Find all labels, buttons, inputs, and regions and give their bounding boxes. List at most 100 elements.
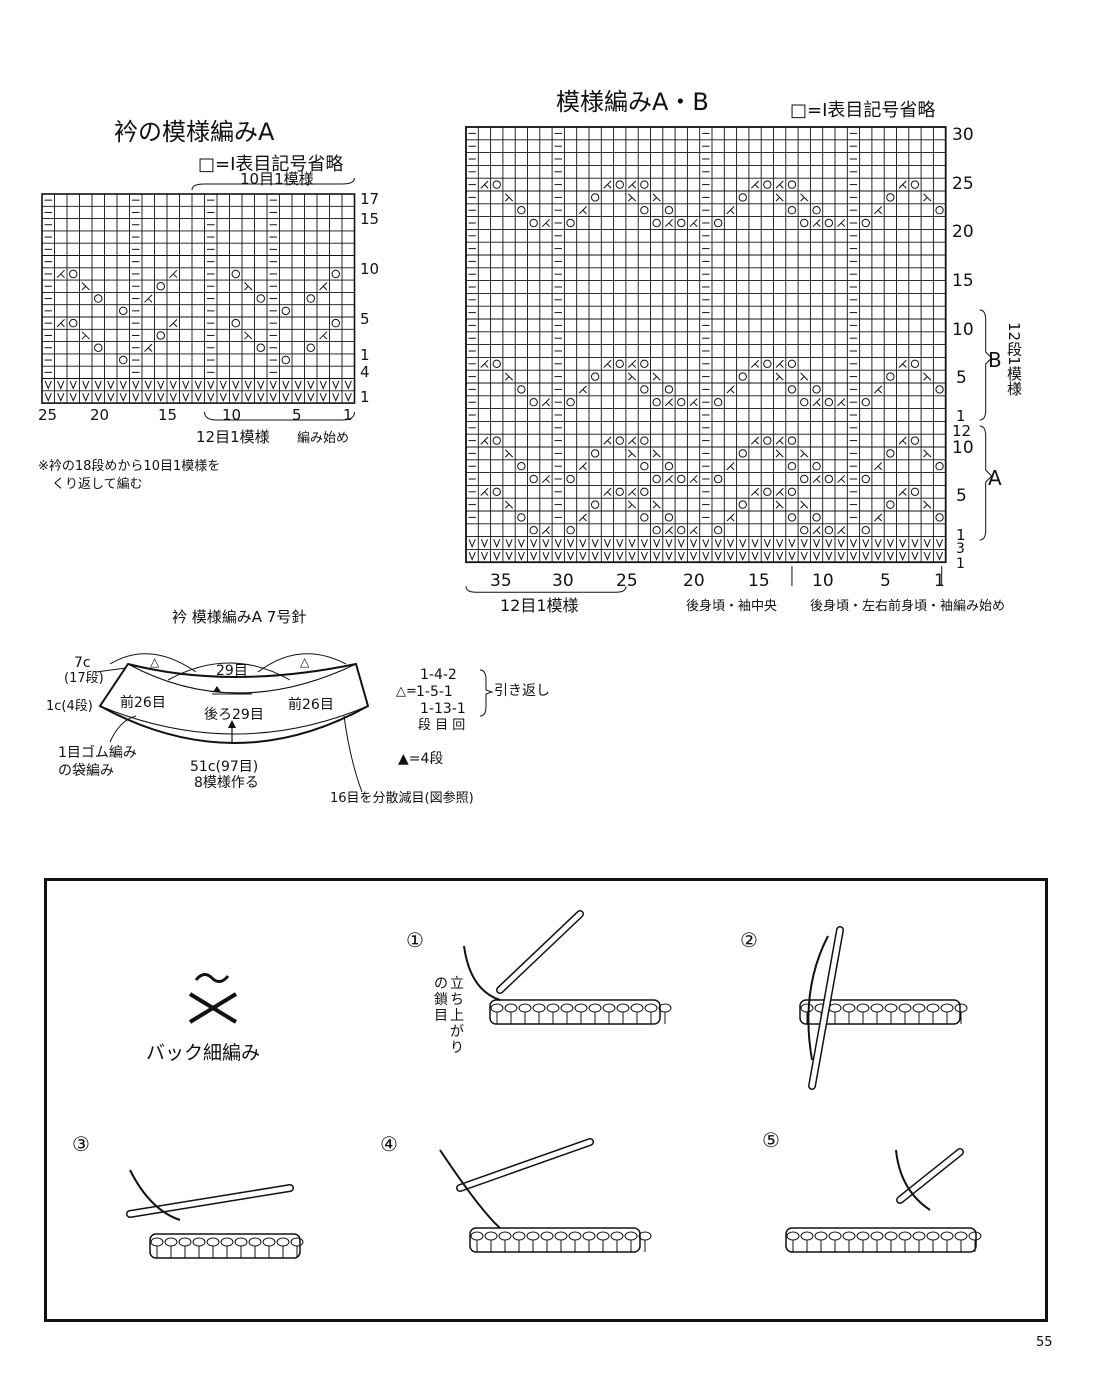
- step2-hook-icon-inner: [809, 927, 843, 1089]
- stitch-loop: [164, 1237, 178, 1247]
- right-decrease-symbol: [56, 319, 65, 328]
- stitch-loop: [206, 1237, 220, 1247]
- step2-yarn: [807, 935, 829, 1061]
- slip-stitch-symbol: [800, 539, 808, 548]
- stitch-loop: [842, 1231, 856, 1241]
- yarn-over-symbol: [738, 372, 747, 381]
- slip-stitch-symbol: [825, 551, 833, 561]
- slip-stitch-symbol: [194, 380, 202, 390]
- stitch-loop: [638, 1231, 652, 1241]
- right-decrease-symbol: [319, 331, 328, 340]
- stitch-loop: [926, 1003, 940, 1013]
- right-decrease-symbol: [837, 218, 846, 228]
- back-label: 後ろ29目: [204, 707, 264, 723]
- triangle-marker: [213, 686, 221, 692]
- step-label-5: ⑤: [762, 1128, 780, 1152]
- left-decrease-symbol: [628, 193, 637, 202]
- slip-stitch-symbol: [157, 393, 165, 402]
- stitch-loop: [532, 1003, 546, 1013]
- slip-stitch-symbol: [886, 551, 894, 561]
- yarn-over-symbol: [331, 318, 340, 328]
- stitch-loop: [800, 1231, 814, 1241]
- yarn-over-symbol: [590, 449, 600, 458]
- short-row-line: 1-5-1: [416, 684, 453, 700]
- chain-label-char: ち: [450, 992, 464, 1008]
- slip-stitch-symbol: [936, 539, 944, 548]
- pattern-count-label: 8模様作る: [194, 775, 259, 791]
- collar-diagram-title: 衿 模様編みA 7号針: [172, 608, 307, 626]
- right-decrease-symbol: [751, 436, 760, 445]
- slip-stitch-symbol: [332, 393, 340, 402]
- yarn-over-symbol: [935, 385, 944, 394]
- main-row-label: 15: [952, 271, 974, 291]
- step-drawings: [126, 910, 982, 1259]
- yarn-over-symbol: [94, 343, 103, 352]
- slip-stitch-symbol: [207, 380, 215, 390]
- yarn-over-symbol: [615, 436, 624, 445]
- stitch-loop: [630, 1003, 644, 1013]
- rib-label-1: 1目ゴム編み: [58, 745, 137, 761]
- slip-stitch-symbol: [169, 380, 177, 390]
- yarn-over-symbol: [824, 526, 834, 535]
- yarn-over-symbol: [640, 385, 649, 394]
- stitch-loop: [150, 1237, 164, 1247]
- slip-stitch-symbol: [244, 393, 252, 402]
- slip-stitch-symbol: [244, 380, 252, 390]
- yarn-over-symbol: [763, 180, 772, 189]
- main-grid-border: [465, 126, 947, 564]
- main-chart-title: 模様編みA・B: [556, 88, 709, 116]
- slip-stitch-symbol: [628, 551, 636, 561]
- yarn-over-symbol: [652, 218, 661, 228]
- slip-stitch-symbol: [157, 380, 165, 390]
- yarn-over-symbol: [787, 359, 797, 368]
- yarn-over-symbol: [787, 462, 797, 471]
- yarn-over-symbol: [517, 462, 526, 471]
- left-decrease-symbol: [800, 500, 809, 509]
- collar-chart-grid: [41, 177, 356, 421]
- left-decrease-symbol: [628, 500, 637, 509]
- right-decrease-symbol: [628, 487, 637, 496]
- yarn-over-symbol: [69, 269, 78, 279]
- stitch-loop: [602, 1003, 616, 1013]
- left-decrease-symbol: [505, 500, 514, 509]
- collar-row-label: 1: [360, 388, 370, 406]
- yarn-over-symbol: [156, 282, 165, 291]
- yarn-over-symbol: [566, 398, 575, 407]
- slip-stitch-symbol: [677, 539, 685, 548]
- stitch-loop: [856, 1231, 870, 1241]
- yarn-over-symbol: [664, 385, 674, 394]
- yarn-over-symbol: [281, 355, 290, 365]
- collar-col-label: 25: [38, 406, 58, 424]
- yarn-over-symbol: [256, 343, 265, 352]
- slip-stitch-symbol: [899, 551, 907, 561]
- stitch-loop: [898, 1231, 912, 1241]
- stitch-loop: [178, 1237, 192, 1247]
- slip-stitch-symbol: [653, 539, 661, 548]
- short-row-symbol: △=: [396, 684, 417, 699]
- section-a-label: A: [988, 466, 1002, 490]
- yarn-over-symbol: [763, 436, 772, 445]
- right-decrease-symbol: [689, 474, 698, 484]
- yarn-over-symbol: [492, 487, 501, 496]
- stitch-loop: [588, 1003, 602, 1013]
- main-center-label: 後身頃・袖中央: [686, 599, 778, 614]
- slip-stitch-symbol: [542, 551, 550, 561]
- yarn-over-symbol: [713, 526, 723, 535]
- slip-stitch-symbol: [776, 551, 784, 561]
- chain-label-char: り: [450, 1040, 464, 1056]
- yarn-over-symbol: [590, 500, 600, 509]
- rib-label-2: の袋編み: [58, 763, 114, 779]
- yarn-over-symbol: [824, 218, 834, 228]
- short-row-line: 1-13-1: [420, 701, 466, 717]
- decrease-note: 16目を分散減目(図参照): [330, 791, 474, 806]
- rib-leader: [109, 715, 137, 743]
- slip-stitch-symbol: [911, 539, 919, 548]
- right-decrease-symbol: [689, 398, 698, 407]
- step4-hook-icon-inner: [457, 1139, 593, 1191]
- stitch-loop: [512, 1231, 526, 1241]
- right-decrease-symbol: [541, 398, 550, 407]
- left-decrease-symbol: [923, 372, 932, 381]
- stitch-loop: [912, 1231, 926, 1241]
- collar-row-label: 1: [360, 346, 370, 364]
